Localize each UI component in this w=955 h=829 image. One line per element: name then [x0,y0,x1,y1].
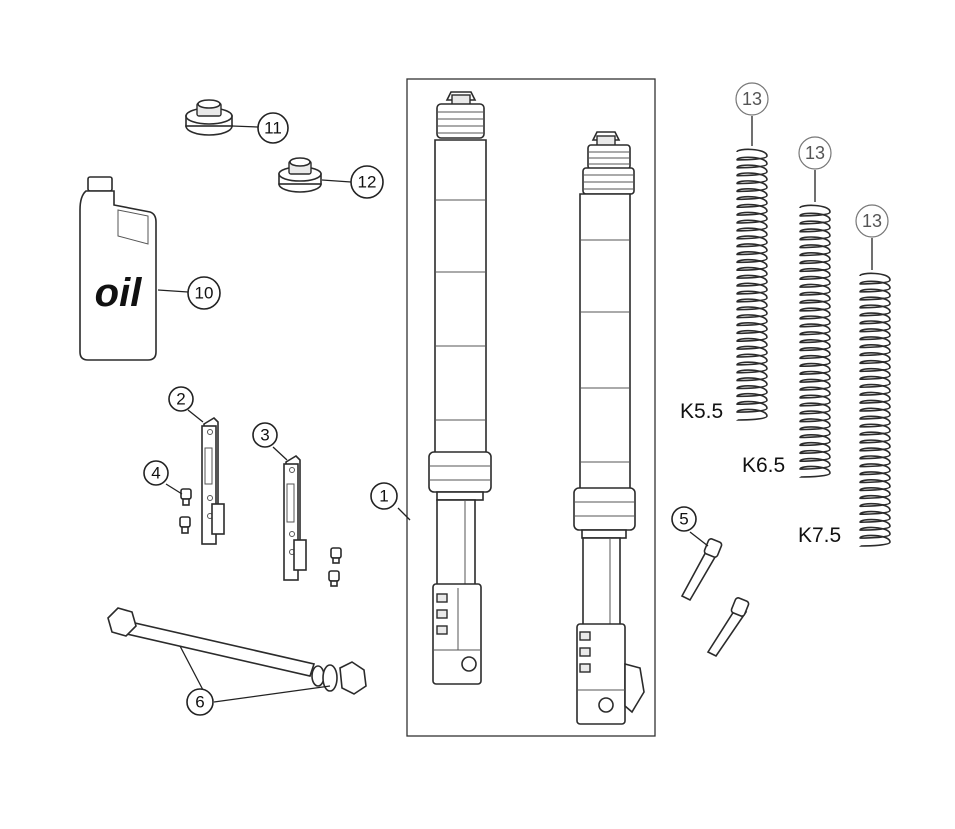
bracket-screws-drawing [179,488,342,587]
axle-drawing [107,607,367,695]
leader-lines [157,116,873,703]
spring-k65-coil [799,204,831,478]
oil-bottle-drawing [79,176,157,361]
svg-text:5: 5 [679,510,688,529]
callout-5: 5 [671,506,697,532]
callout-3: 3 [252,422,278,448]
svg-text:12: 12 [358,173,377,192]
callout-13-k55: 13 [735,82,769,116]
spring-k55-coil [736,148,768,421]
spring-label-k55: K5.5 [680,400,723,423]
fork-leg-left [428,91,492,685]
callout-10: 10 [187,276,221,310]
svg-text:2: 2 [176,390,185,409]
svg-text:1: 1 [379,487,388,506]
svg-text:13: 13 [805,143,825,163]
bracket-left-drawing [201,416,225,545]
callout-13-k65: 13 [798,136,832,170]
svg-text:4: 4 [151,464,160,483]
callout-6: 6 [186,688,214,716]
svg-text:6: 6 [195,693,204,712]
callout-2: 2 [168,386,194,412]
spring-k75-coil [859,272,891,547]
fork-assembly-frame [406,78,656,737]
svg-text:3: 3 [260,426,269,445]
svg-text:13: 13 [862,211,882,231]
callout-1: 1 [370,482,398,510]
spring-label-k65: K6.5 [742,454,785,477]
fork-cap-11-drawing [185,99,233,136]
bracket-right-drawing [283,454,307,581]
clamp-bolts-drawing [680,538,750,658]
svg-text:10: 10 [195,284,214,303]
fork-leg-right [573,131,645,725]
svg-text:13: 13 [742,89,762,109]
callout-11: 11 [257,112,289,144]
svg-text:11: 11 [264,119,282,138]
fork-cap-12-drawing [278,157,322,193]
spring-label-k75: K7.5 [798,524,841,547]
callout-13-k75: 13 [855,204,889,238]
callout-12: 12 [350,165,384,199]
callout-4: 4 [143,460,169,486]
oil-label: oil [95,271,143,315]
